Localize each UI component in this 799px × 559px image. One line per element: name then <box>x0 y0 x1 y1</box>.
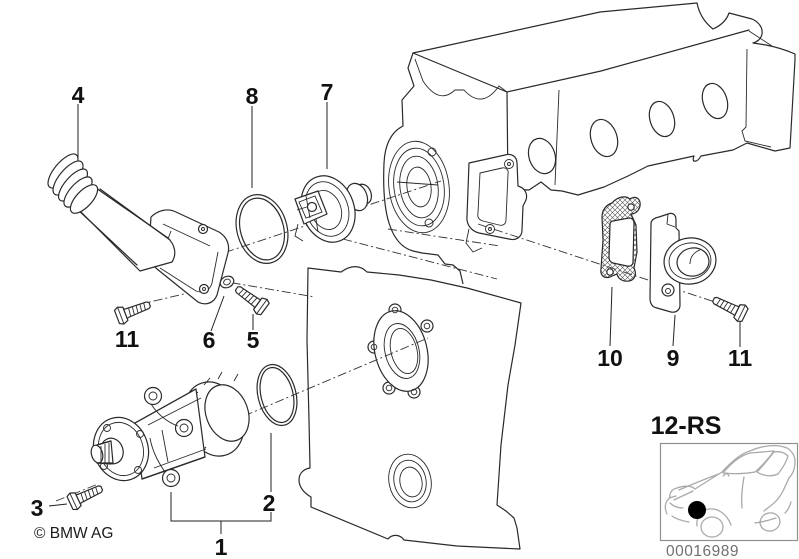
gasket-part <box>600 196 641 282</box>
washer-part <box>219 275 235 289</box>
callout-7-label[interactable]: 7 <box>321 79 334 105</box>
timing-case-drawing <box>298 266 522 550</box>
thermostat-part <box>294 175 373 243</box>
bolt-11-right-part <box>708 290 750 324</box>
section-code: 12-RS <box>651 412 722 440</box>
thermostat-o-ring-part <box>235 194 289 264</box>
car-position-thumbnail[interactable] <box>659 442 799 542</box>
callout-leader-lines <box>48 102 741 534</box>
callout-9-label[interactable]: 9 <box>667 345 680 371</box>
callout-8-label[interactable]: 8 <box>246 83 259 109</box>
callout-4-label[interactable]: 4 <box>72 82 85 108</box>
pump-o-ring-part <box>256 363 298 427</box>
bolt-11-left-part <box>113 295 154 327</box>
thumbnail-border <box>659 442 799 542</box>
callout-11-right-label[interactable]: 11 <box>728 345 753 371</box>
callout-10-label[interactable]: 10 <box>597 345 623 371</box>
callout-1-label[interactable]: 1 <box>215 534 228 559</box>
callout-6-label[interactable]: 6 <box>203 327 216 353</box>
callout-11-left-label[interactable]: 11 <box>115 326 140 352</box>
bolt-3-part <box>65 479 107 512</box>
black-location-dot-icon <box>688 501 706 519</box>
cylinder-head-drawing <box>383 2 796 285</box>
water-pump-part <box>90 371 250 488</box>
callout-3-label[interactable]: 3 <box>31 495 44 521</box>
callout-labels: 4 8 7 11 6 5 3 2 1 10 9 11 <box>31 79 753 559</box>
connector-housing-part <box>649 212 717 313</box>
inlet-connector-part <box>47 153 230 305</box>
bmw-car-silhouette-icon <box>664 444 796 538</box>
callout-2-label[interactable]: 2 <box>263 490 276 516</box>
callout-5-label[interactable]: 5 <box>247 327 260 353</box>
copyright-notice: © BMW AG <box>34 525 113 542</box>
image-number: 00016989 <box>666 543 739 559</box>
